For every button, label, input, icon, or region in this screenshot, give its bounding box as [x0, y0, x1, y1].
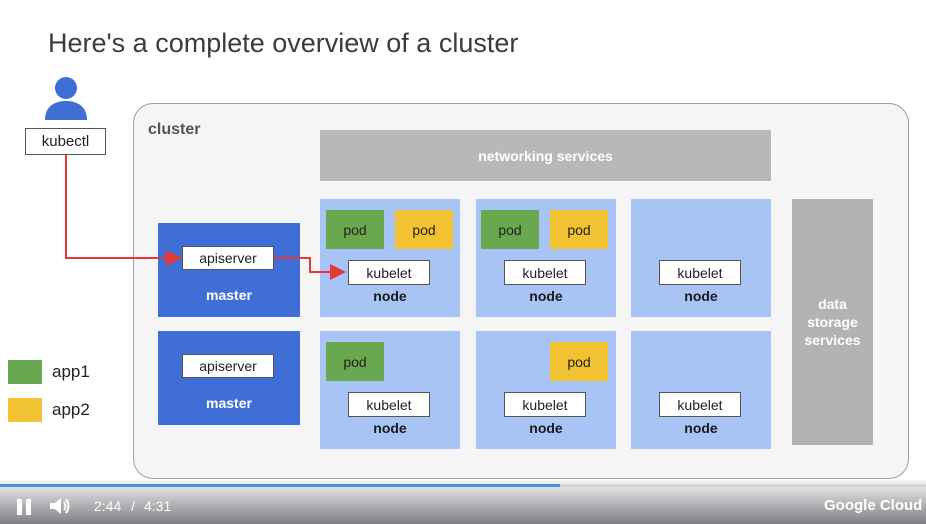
legend-swatch-app2: [8, 398, 42, 422]
node-label: node: [529, 420, 563, 436]
legend-label-app1: app1: [52, 362, 90, 381]
slide-title: Here's a complete overview of a cluster: [48, 28, 519, 58]
pause-icon[interactable]: [14, 497, 34, 517]
duration: 4:31: [144, 498, 172, 514]
node-4: pod kubelet node: [320, 331, 460, 449]
pod-app2: pod: [550, 210, 608, 249]
legend-swatch-app1: [8, 360, 42, 384]
master-1: apiserver master: [158, 223, 300, 317]
pod-app1: pod: [326, 342, 384, 381]
master-label: master: [206, 395, 252, 411]
pod-app1: pod: [481, 210, 539, 249]
legend-label-app2: app2: [52, 400, 90, 419]
node-5: pod kubelet node: [476, 331, 616, 449]
node-label: node: [373, 420, 407, 436]
kubectl-box: kubectl: [25, 128, 106, 155]
progress-fill: [0, 484, 561, 487]
google-cloud-logo: Google Cloud: [824, 497, 923, 514]
apiserver-box: apiserver: [182, 354, 274, 378]
node-2: pod pod kubelet node: [476, 199, 616, 317]
node-3: kubelet node: [631, 199, 771, 317]
current-time: 2:44: [94, 498, 122, 514]
cluster-label: cluster: [148, 121, 201, 138]
volume-icon[interactable]: [48, 495, 72, 517]
node-label: node: [684, 288, 718, 304]
kubelet-box: kubelet: [504, 392, 586, 417]
pod-app2: pod: [395, 210, 453, 249]
node-label: node: [373, 288, 407, 304]
node-label: node: [684, 420, 718, 436]
pod-app2: pod: [550, 342, 608, 381]
node-1: pod pod kubelet node: [320, 199, 460, 317]
apiserver-box: apiserver: [182, 246, 274, 270]
data-storage-label: data storage services: [804, 296, 861, 348]
player-bar: [0, 480, 926, 524]
kubelet-box: kubelet: [504, 260, 586, 285]
networking-services-label: networking services: [478, 147, 613, 164]
time-separator: /: [131, 498, 135, 514]
node-6: kubelet node: [631, 331, 771, 449]
master-label: master: [206, 287, 252, 303]
master-2: apiserver master: [158, 331, 300, 425]
data-storage-services: data storage services: [792, 199, 873, 445]
user-icon: [45, 77, 87, 120]
kubelet-box: kubelet: [348, 260, 430, 285]
networking-services: networking services: [320, 130, 771, 181]
node-label: node: [529, 288, 563, 304]
kubelet-box: kubelet: [659, 392, 741, 417]
pod-app1: pod: [326, 210, 384, 249]
kubelet-box: kubelet: [659, 260, 741, 285]
kubelet-box: kubelet: [348, 392, 430, 417]
